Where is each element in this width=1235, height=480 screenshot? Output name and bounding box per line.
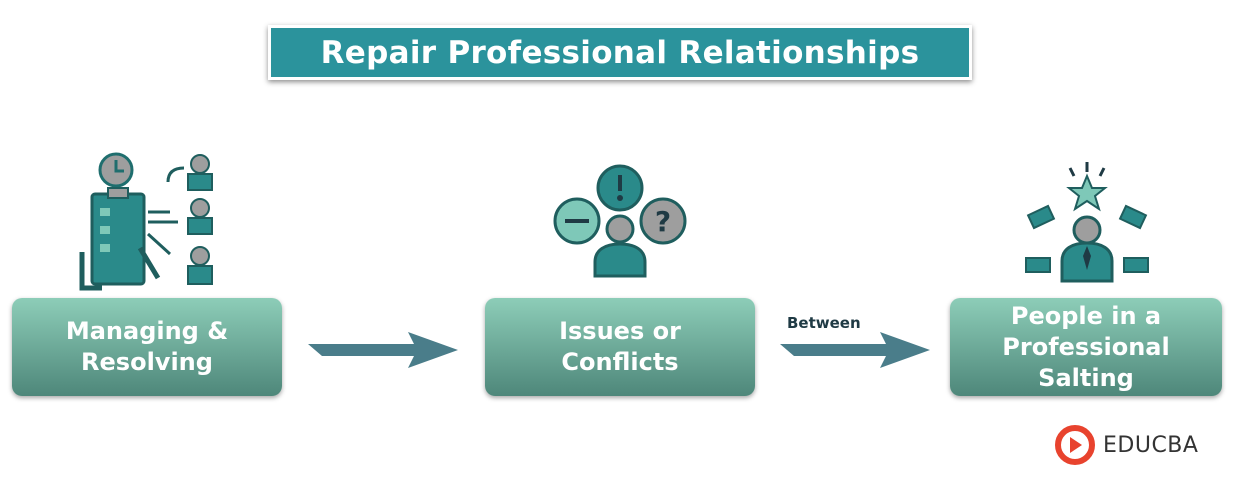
step-line: Issues or bbox=[559, 317, 681, 345]
brand-name: EDUCBA bbox=[1103, 432, 1199, 458]
step-line: Professional bbox=[1002, 332, 1170, 361]
educba-logo-icon bbox=[1055, 425, 1095, 465]
svg-text:?: ? bbox=[655, 205, 671, 238]
conflict-icon: ? bbox=[553, 164, 687, 278]
step-line: Resolving bbox=[81, 348, 213, 376]
task-delegation-icon bbox=[79, 152, 213, 291]
arrow-right-icon bbox=[308, 332, 458, 368]
step-line: Conflicts bbox=[561, 348, 679, 376]
step-people-professional: People in a Professional Salting bbox=[950, 298, 1222, 396]
step-line: Managing & bbox=[65, 317, 229, 345]
team-appreciation-icon bbox=[1025, 162, 1149, 283]
step-line: Salting bbox=[1038, 363, 1134, 392]
step-line: People in a bbox=[1010, 301, 1162, 330]
connector-label: Between bbox=[787, 314, 861, 332]
brand-logo: EDUCBA bbox=[1055, 425, 1198, 465]
step-issues-conflicts: Issues or Conflicts bbox=[485, 298, 755, 396]
arrow-right-icon bbox=[780, 332, 930, 368]
page-title: Repair Professional Relationships bbox=[268, 25, 972, 80]
step-managing-resolving: Managing & Resolving bbox=[12, 298, 282, 396]
